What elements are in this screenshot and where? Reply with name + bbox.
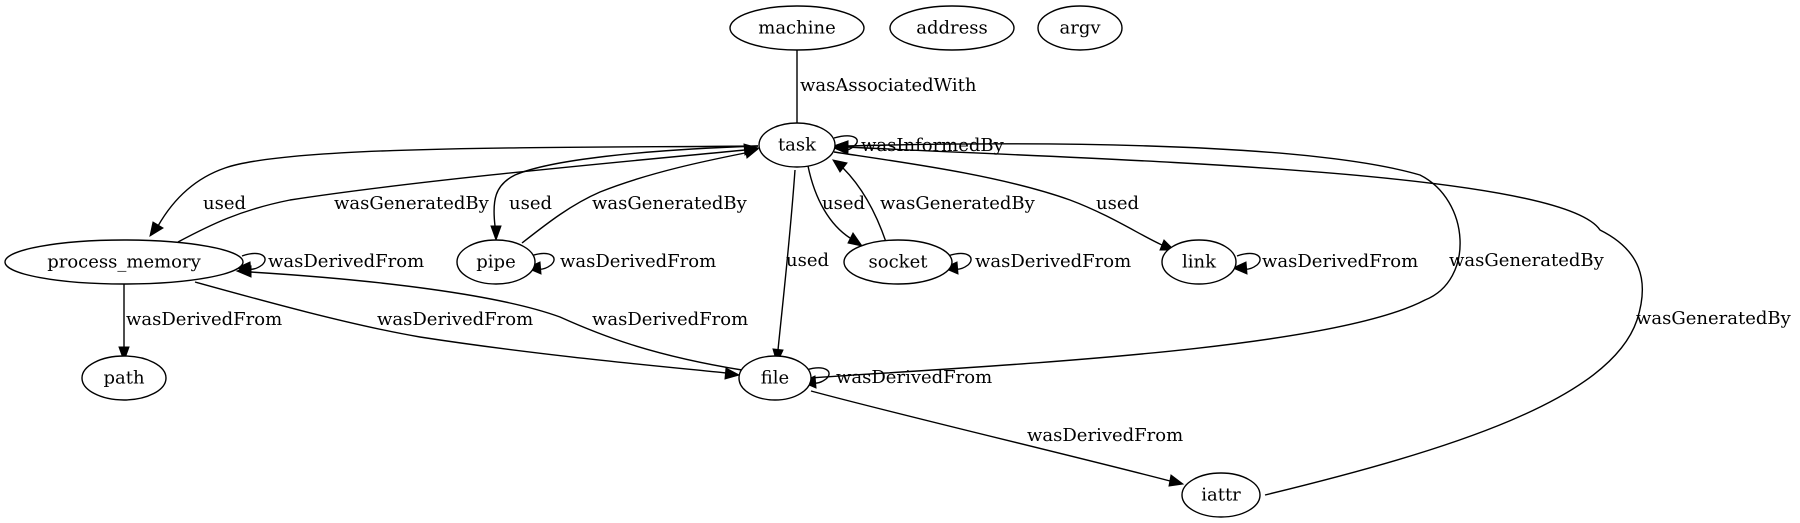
edge-file-file: wasDerivedFrom xyxy=(800,367,992,389)
node-machine: machine xyxy=(729,5,865,51)
node-process_memory-label: process_memory xyxy=(47,252,201,273)
edge-socket-task: wasGeneratedBy xyxy=(831,159,1036,243)
node-argv-label: argv xyxy=(1059,18,1101,39)
edge-socket-socket: wasDerivedFrom xyxy=(942,251,1131,275)
edge-task-link: used xyxy=(833,151,1176,251)
edge-label-task-link: used xyxy=(1096,193,1139,214)
edge-pipe-pipe: wasDerivedFrom xyxy=(525,251,716,275)
node-iattr: iattr xyxy=(1181,472,1261,518)
node-argv: argv xyxy=(1037,5,1123,51)
edge-label-pipe-task: wasGeneratedBy xyxy=(592,193,748,214)
edge-label-file-iattr: wasDerivedFrom xyxy=(1027,425,1183,446)
node-socket: socket xyxy=(843,239,953,285)
node-link-label: link xyxy=(1182,252,1217,273)
node-machine-label: machine xyxy=(758,18,835,39)
node-task-label: task xyxy=(778,135,817,156)
node-pipe: pipe xyxy=(456,239,536,285)
edge-iattr-task: wasGeneratedBy xyxy=(832,140,1792,496)
edge-label-iattr-task: wasGeneratedBy xyxy=(1636,308,1792,329)
edge-label-link-link: wasDerivedFrom xyxy=(1262,251,1418,272)
edge-label-process_memory-task: wasGeneratedBy xyxy=(334,193,490,214)
edge-task-socket: used xyxy=(807,165,865,247)
node-path-label: path xyxy=(103,368,144,389)
edge-pipe-task: wasGeneratedBy xyxy=(521,146,760,244)
node-file-label: file xyxy=(761,368,789,389)
edge-task-pipe: used xyxy=(490,145,759,242)
edge-label-process_memory-process_memory: wasDerivedFrom xyxy=(268,251,424,272)
node-task: task xyxy=(758,122,836,168)
edge-label-task-process_memory: used xyxy=(203,193,246,214)
edge-label-machine-task: wasAssociatedWith xyxy=(800,75,977,96)
node-socket-label: socket xyxy=(869,252,929,273)
edge-label-process_memory-path: wasDerivedFrom xyxy=(126,309,282,330)
edge-label-task-pipe: used xyxy=(509,193,552,214)
edge-file-process_memory: wasDerivedFrom xyxy=(235,265,748,371)
node-pipe-label: pipe xyxy=(476,252,515,273)
edge-file-iattr: wasDerivedFrom xyxy=(810,390,1185,487)
edge-label-process_memory-file: wasDerivedFrom xyxy=(377,309,533,330)
edge-task-file: used xyxy=(772,169,829,365)
edge-label-socket-task: wasGeneratedBy xyxy=(880,193,1036,214)
edge-label-pipe-pipe: wasDerivedFrom xyxy=(560,251,716,272)
node-address: address xyxy=(889,5,1015,51)
edge-process_memory-path: wasDerivedFrom xyxy=(118,283,282,363)
node-process_memory: process_memory xyxy=(4,239,244,285)
edge-label-task-task: wasInformedBy xyxy=(861,135,1005,156)
edge-label-socket-socket: wasDerivedFrom xyxy=(975,251,1131,272)
node-file: file xyxy=(738,355,812,401)
node-iattr-label: iattr xyxy=(1201,485,1241,506)
edge-link-link: wasDerivedFrom xyxy=(1231,251,1418,275)
edge-label-file-task: wasGeneratedBy xyxy=(1449,250,1605,271)
edge-label-file-process_memory: wasDerivedFrom xyxy=(592,309,748,330)
edge-label-task-socket: used xyxy=(822,193,865,214)
node-address-label: address xyxy=(916,18,988,39)
node-path: path xyxy=(81,355,167,401)
edge-label-file-file: wasDerivedFrom xyxy=(836,367,992,388)
node-link: link xyxy=(1161,239,1237,285)
edge-process_memory-process_memory: wasDerivedFrom xyxy=(235,251,424,275)
edge-process_memory-file: wasDerivedFrom xyxy=(194,281,741,380)
edge-task-process_memory: used xyxy=(149,145,759,238)
edge-label-task-file: used xyxy=(786,250,829,271)
